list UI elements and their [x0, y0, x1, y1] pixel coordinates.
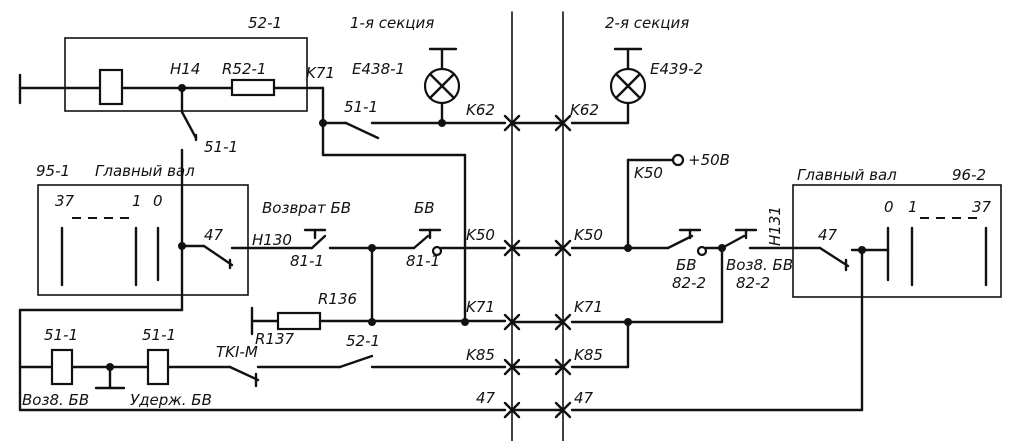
- label-relay-52-1: 52-1: [248, 14, 282, 32]
- button-81-1-a: [310, 234, 327, 250]
- label-vozvrat-bv: Возврат БВ: [262, 199, 351, 217]
- contact-52-1: [338, 354, 374, 369]
- label-uderzh-bv: Удерж. БВ: [130, 391, 212, 409]
- label-47-right: 47: [818, 226, 838, 244]
- label-e439-2: E439-2: [650, 60, 703, 78]
- label-96-2: 96-2: [952, 166, 986, 184]
- label-voz-bv-82: Воз8. БВ: [726, 256, 793, 274]
- button-bv-81-1: [412, 234, 430, 250]
- coil-51-1-a: [50, 348, 74, 386]
- main-shaft-box-95-1: [37, 184, 314, 296]
- label-main-shaft-left: Главный вал: [95, 162, 195, 180]
- label-r137: R137: [255, 330, 295, 348]
- label-47-left: 47: [204, 226, 224, 244]
- resistor-r136-r137: [250, 306, 507, 336]
- label-e438-1: E438-1: [352, 60, 405, 78]
- label-k62-left: K62: [466, 101, 495, 119]
- main-shaft-box-96-2: [792, 184, 1002, 298]
- label-h130: H130: [252, 231, 292, 249]
- label-51-1-top: 51-1: [344, 98, 378, 116]
- label-bv-top: БВ: [414, 199, 435, 217]
- label-r52-1: R52-1: [222, 60, 266, 78]
- label-pos-0-left: 0: [153, 192, 163, 210]
- coils-51-1: [18, 348, 507, 390]
- label-k71-top: K71: [306, 64, 335, 82]
- label-voz-bv-bottom: Воз8. БВ: [22, 391, 89, 409]
- label-r136: R136: [318, 290, 357, 308]
- label-47-wire-right: 47: [574, 389, 594, 407]
- connector-47: [503, 401, 572, 419]
- wire-h14-vertical: [18, 86, 198, 412]
- contact-51-1-top: [344, 121, 380, 140]
- connector-k71: [503, 313, 572, 331]
- resistor-r136: [276, 311, 322, 331]
- section-2-title: 2-я секция: [605, 14, 689, 32]
- button-voz-bv-82-2: [720, 234, 746, 250]
- label-main-shaft-right: Главный вал: [797, 166, 897, 184]
- contact-51-1-mid: [180, 110, 198, 140]
- label-bv-82-num: 82-2: [672, 274, 706, 292]
- label-95-1: 95-1: [36, 162, 70, 180]
- label-pos-1-right: 1: [908, 198, 918, 216]
- lamp-e439-2: [570, 47, 647, 125]
- relay-coil-52-1: [98, 68, 124, 106]
- connector-k85: [503, 358, 572, 376]
- connector-k62: [503, 114, 572, 132]
- label-k62-right: K62: [570, 101, 599, 119]
- label-47-wire-left: 47: [476, 389, 496, 407]
- button-bv-82-2: [666, 234, 694, 250]
- label-k85-left: K85: [466, 346, 495, 364]
- wire-h130-k50: [303, 228, 507, 326]
- contact-47-left: [202, 244, 234, 267]
- labels: 1-я секция 2-я секция 52-1 H14 R52-1 K71…: [22, 14, 992, 409]
- label-k71-right: K71: [574, 298, 603, 316]
- relay-52-1-box: [18, 37, 325, 112]
- label-pos-1-left: 1: [132, 192, 142, 210]
- wire-47: [18, 250, 864, 412]
- wire-k50-right: [570, 153, 822, 369]
- lamp-e438-1: [423, 47, 461, 105]
- label-52-1-contact: 52-1: [346, 332, 380, 350]
- label-k50-right: K50: [574, 226, 603, 244]
- label-k71-left: K71: [466, 298, 495, 316]
- label-81-1-b: 81-1: [406, 252, 440, 270]
- label-coil-51-1-b: 51-1: [142, 326, 176, 344]
- label-pos-37-left: 37: [55, 192, 75, 210]
- label-tki-m: TKI-M: [216, 343, 258, 361]
- label-pos-37-right: 37: [972, 198, 992, 216]
- label-pos-0-right: 0: [884, 198, 894, 216]
- label-81-1-a: 81-1: [290, 252, 324, 270]
- resistor-r52-1: [230, 78, 276, 97]
- section-boundary: [511, 11, 564, 441]
- connectors: [503, 114, 572, 419]
- contact-47-right: [818, 246, 850, 268]
- label-voz-bv-82-num: 82-2: [736, 274, 770, 292]
- connector-k50: [503, 239, 572, 257]
- coil-51-1-b: [146, 348, 170, 386]
- label-k50-left: K50: [466, 226, 495, 244]
- contact-tki-m: [228, 365, 260, 382]
- label-k50-up: K50: [634, 164, 663, 182]
- label-plus-50v: +50В: [688, 151, 730, 169]
- label-h14: H14: [170, 60, 200, 78]
- label-coil-51-1-a: 51-1: [44, 326, 78, 344]
- wire-k62: [321, 102, 507, 140]
- terminal-plus-50v: [671, 153, 685, 167]
- label-h131: H131: [766, 206, 784, 246]
- label-bv-82: БВ: [676, 256, 697, 274]
- label-k85-right: K85: [574, 346, 603, 364]
- section-1-title: 1-я секция: [350, 14, 434, 32]
- label-51-1-mid: 51-1: [204, 138, 238, 156]
